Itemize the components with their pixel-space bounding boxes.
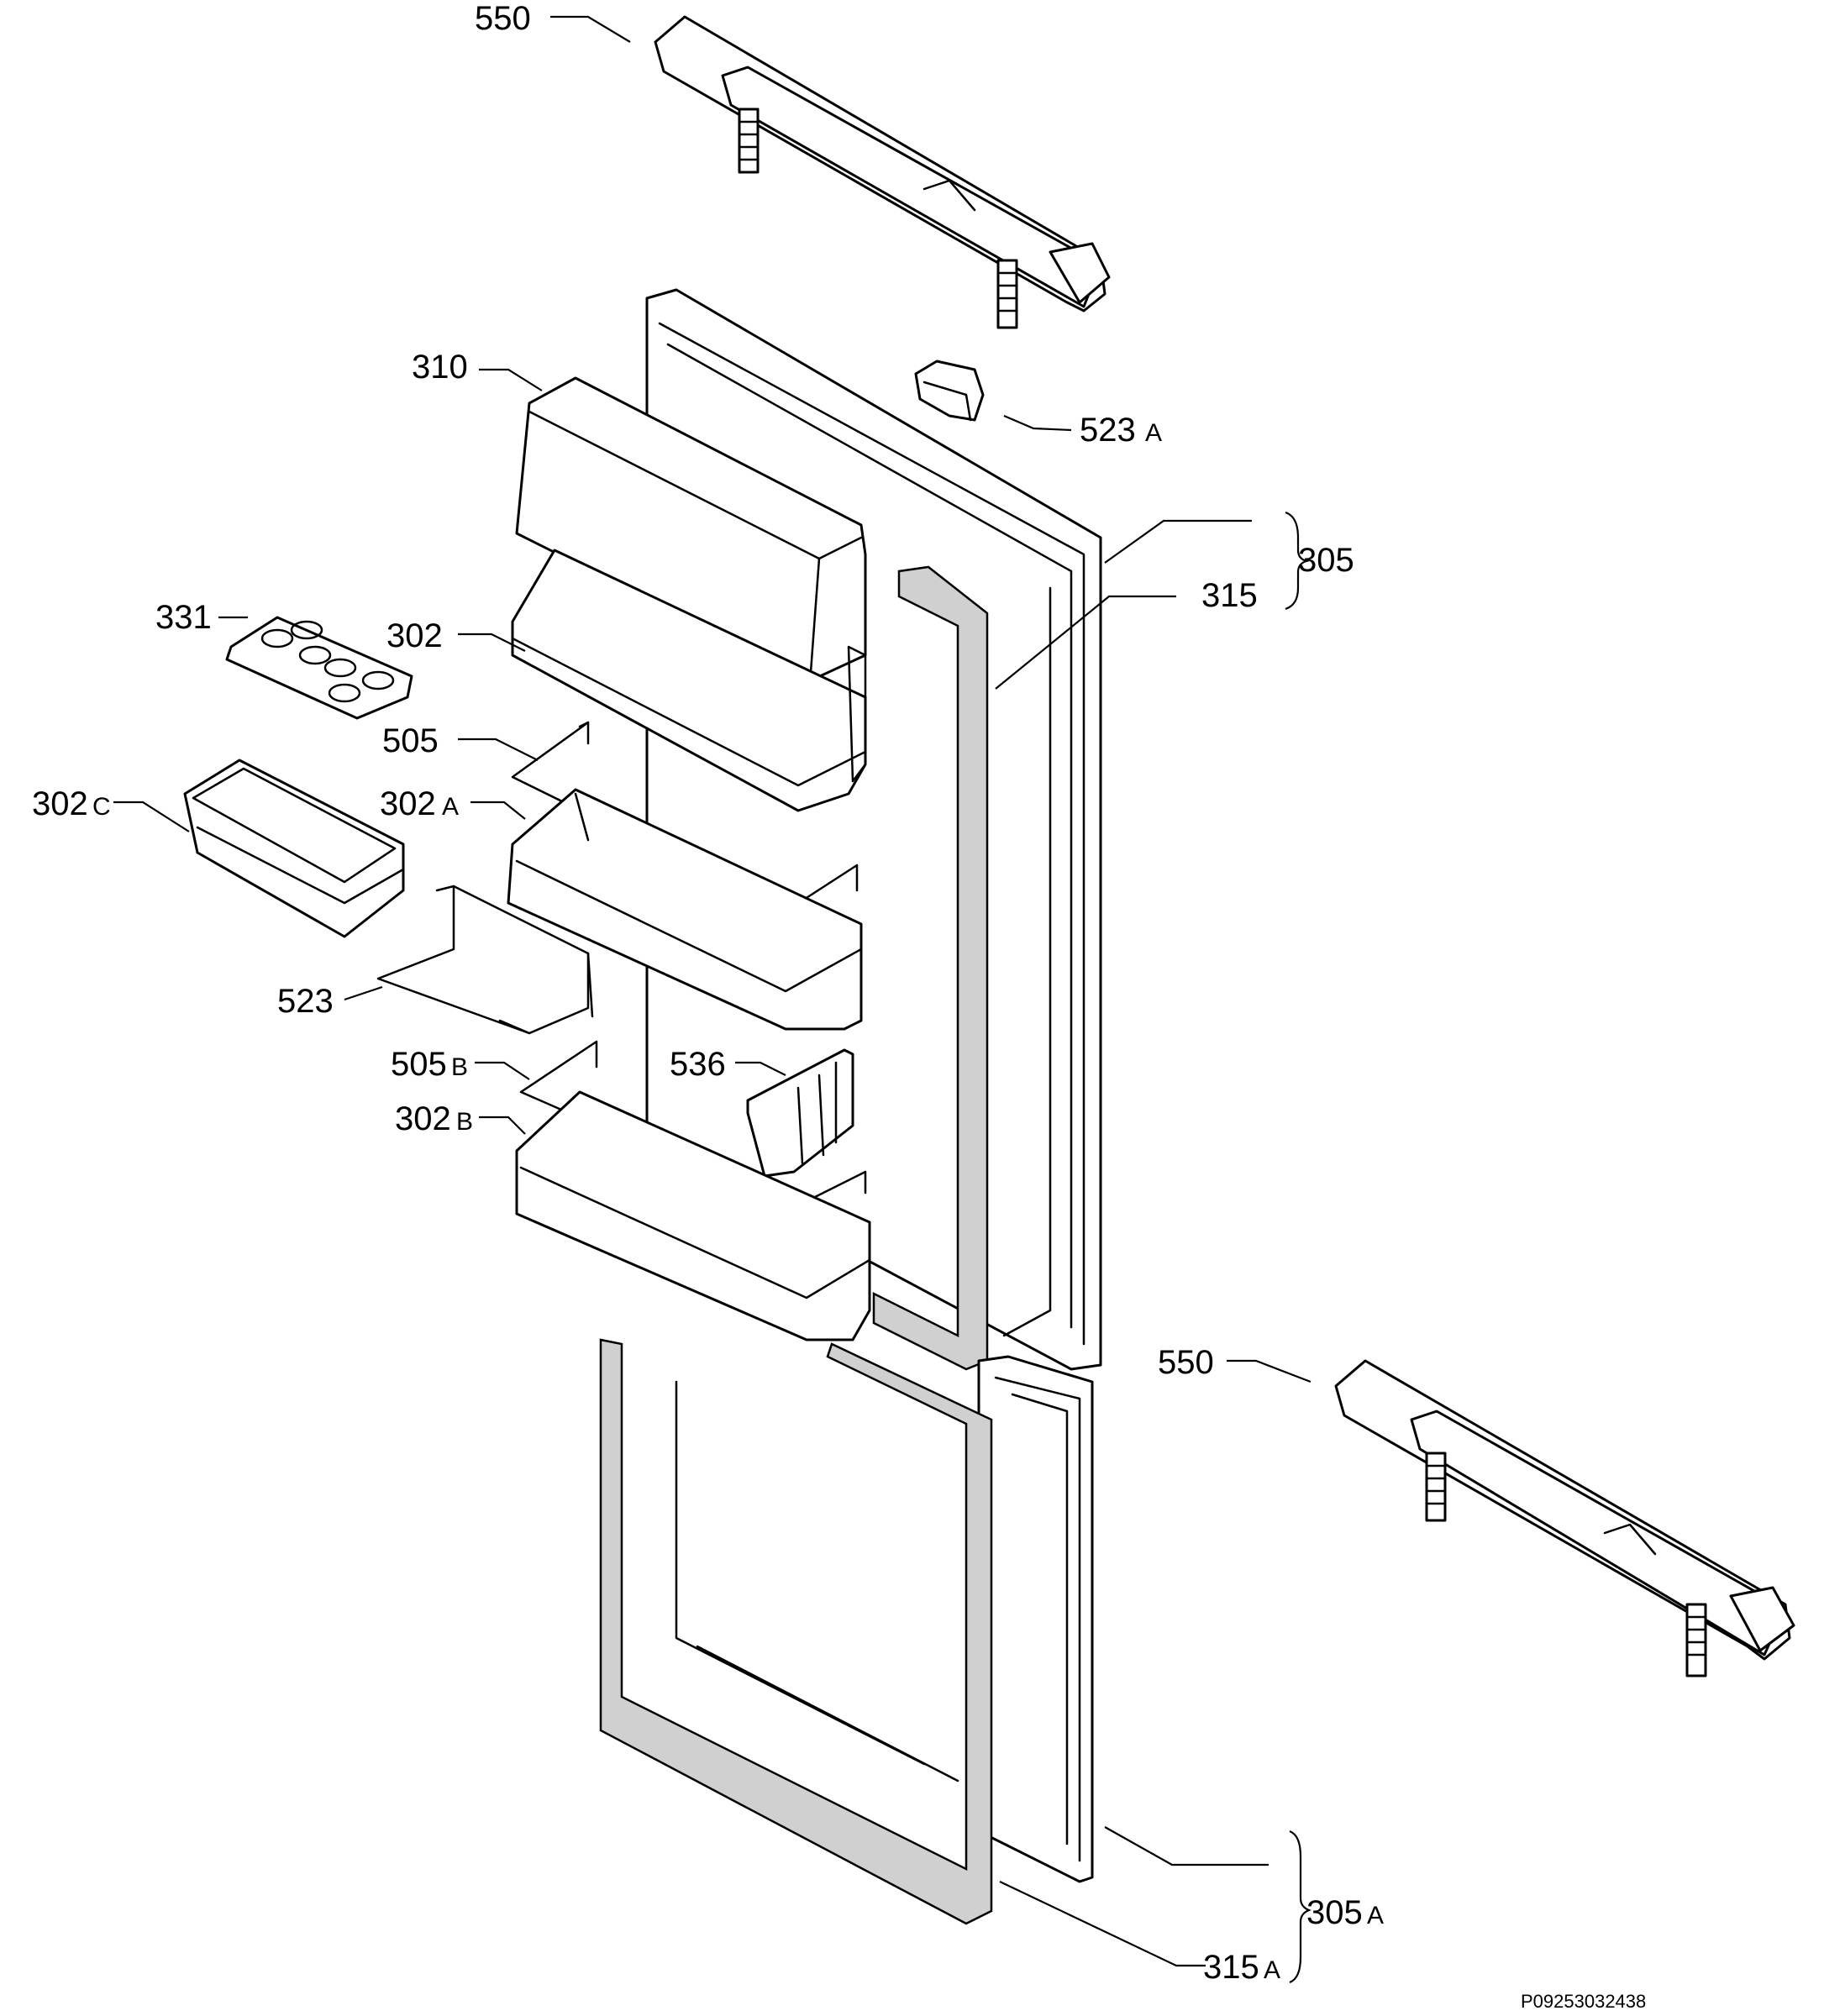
door-shelf-302 [511,549,867,812]
freezer-door-gasket [599,1338,993,1925]
freezer-door [977,1355,1094,1883]
bottle-holder-523 [376,885,594,1035]
drawing-code: P09253032438 [1521,1991,1646,2012]
leader-lines [113,15,1311,1984]
label-505B-number: 505 [391,1046,447,1083]
label-305: 305 [1298,542,1354,579]
label-536: 536 [670,1046,726,1083]
label-523: 523 [277,983,334,1020]
label-302A-suffix: A [442,793,459,821]
label-315A-suffix: A [1264,1956,1280,1984]
label-505: 505 [382,722,439,759]
hinge-cover-top [654,15,1111,329]
label-305A-number: 305 [1306,1894,1363,1931]
label-310: 310 [412,349,468,386]
label-302B-suffix: B [456,1108,473,1136]
label-315A-number: 315 [1203,1949,1259,1986]
part-labels: 550 523 A 310 305 315 331 302 505 302 C … [32,0,1646,2012]
fridge-door-gasket [872,565,989,1371]
door-shelf-302A [507,788,863,1031]
hinge-cover-bottom [1334,1359,1795,1677]
label-302: 302 [386,617,443,654]
label-523A-number: 523 [1080,412,1136,449]
bottle-divider [746,1048,854,1178]
door-shelf-302B [515,1090,871,1341]
label-302C-number: 302 [32,785,88,822]
label-505B-suffix: B [451,1053,468,1081]
butter-box [183,759,405,938]
label-305A-suffix: A [1367,1902,1384,1929]
label-331: 331 [155,599,212,636]
label-523A-suffix: A [1145,419,1162,447]
label-302A-number: 302 [380,785,436,822]
egg-tray [225,616,413,720]
label-315: 315 [1201,577,1258,614]
label-302B-number: 302 [395,1100,451,1137]
door-catch [914,360,985,422]
label-302C-suffix: C [92,793,111,821]
label-550-bottom: 550 [1158,1344,1214,1381]
label-550-top: 550 [475,0,531,37]
